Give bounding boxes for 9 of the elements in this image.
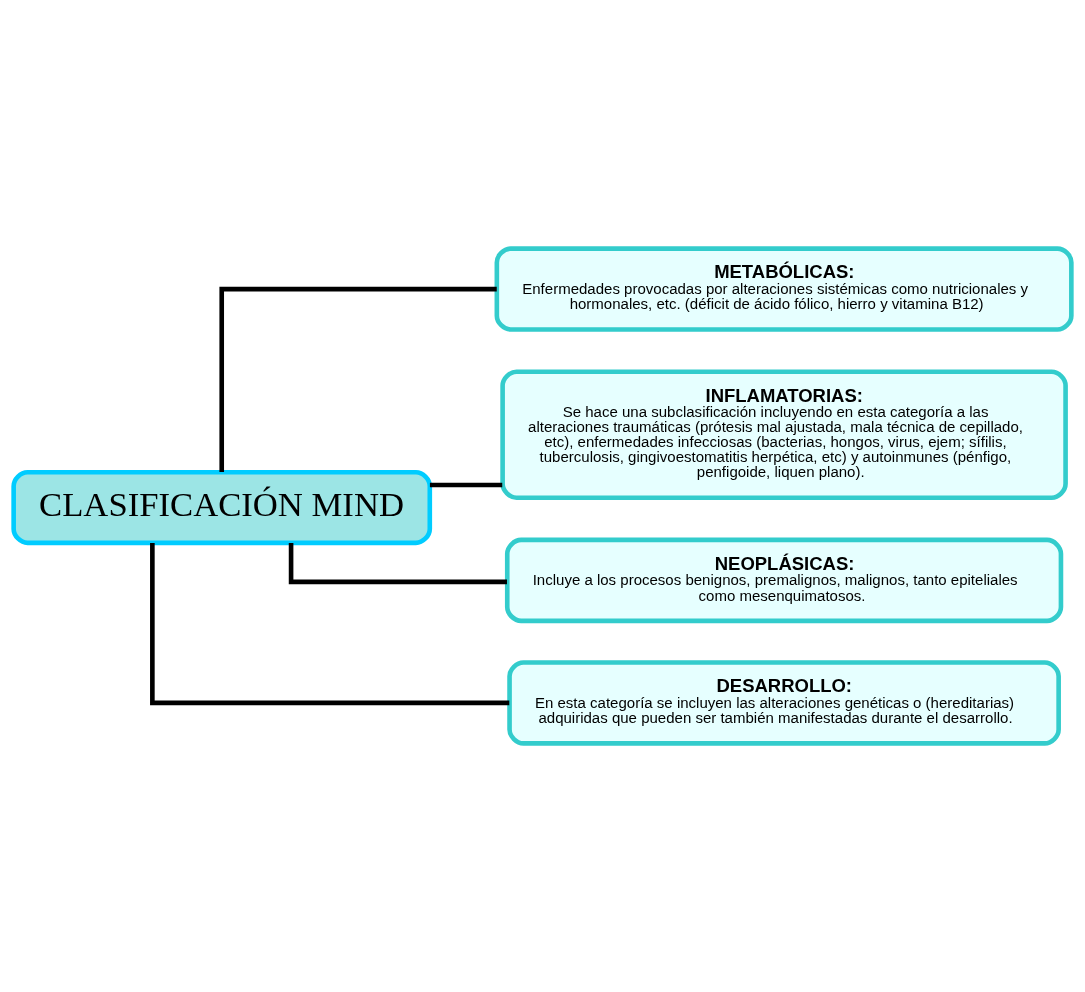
node-box: INFLAMATORIAS: Se hace una subclasificación incluyendo en esta categoría a las alteraciones traumáticas (prótesis mal ajustada, mala técnica de cepillado, etc), enfermedades infecciosas (bacterias, hongos, virus, ejem; sífilis, tuberculosis, gingivoestomatitis herpética, etc) y autoinmunes (pénfigo, penfigoide, liquen plano). (500, 369, 1068, 501)
connector (288, 542, 507, 585)
connector (150, 542, 510, 706)
node-box: DESARROLLO: En esta categoría se incluyen las alteraciones genéticas o (hereditarias) adquiridas que pueden ser también manifestadas durante el desarrollo. (507, 660, 1061, 746)
connector (429, 482, 503, 488)
node-box: METABÓLICAS: Enfermedades provocadas por alteraciones sistémicas como nutricionales y hormonales, etc. (déficit de ácido fólico, hierro y vitamina B12) (494, 246, 1074, 332)
node-box: NEOPLÁSICAS: Incluye a los procesos benignos, premalignos, malignos, tanto epiteliales como mesenquimatosos. (504, 537, 1064, 624)
connector (219, 286, 497, 472)
node-box: CLASIFICACIÓN MIND (11, 470, 433, 546)
